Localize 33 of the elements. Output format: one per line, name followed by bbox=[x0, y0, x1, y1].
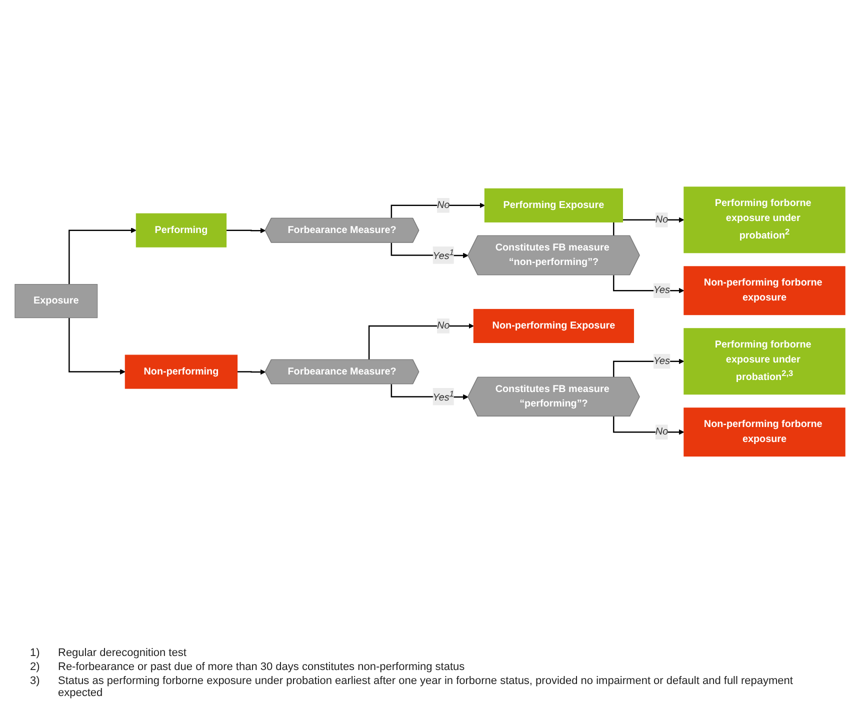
arrow bbox=[390, 202, 485, 218]
node-box bbox=[473, 308, 634, 343]
footnote-number: 3) bbox=[30, 675, 41, 689]
edge-label: Yes$^{1}$ bbox=[432, 389, 454, 403]
arrow bbox=[68, 318, 126, 374]
node-box bbox=[684, 328, 846, 394]
edge-label: Yes bbox=[653, 284, 670, 296]
edge-label: Yes$^{1}$ bbox=[432, 248, 454, 262]
arrow bbox=[390, 242, 468, 258]
edge-label: No bbox=[655, 214, 668, 225]
node-box bbox=[14, 284, 98, 318]
node-box bbox=[484, 188, 623, 222]
arrow bbox=[368, 323, 474, 360]
arrow bbox=[390, 384, 468, 400]
footnote-number: 2) bbox=[30, 661, 41, 673]
node-box bbox=[124, 354, 238, 389]
arrow bbox=[236, 369, 266, 375]
footnote-text: Status as performing forborne exposure under probation earliest after one year in forborne status, provided no impairment or default and full repayment expected bbox=[58, 675, 794, 699]
node-box bbox=[684, 408, 846, 456]
footnote-text: Regular derecognition test bbox=[58, 647, 188, 659]
edge-label: No bbox=[437, 200, 450, 210]
node-box bbox=[136, 213, 227, 248]
footnote-number: 1) bbox=[30, 647, 41, 659]
node-box bbox=[684, 186, 846, 254]
arrow bbox=[613, 416, 684, 435]
flowchart: No Yes$^{1}$ No Yes No Yes$^{1}$ Yes No Exposure Performing Forbearance Measure? Performing Exposure Constitutes FB measure “non-performing”? Performing forborne exposure under probation$^{2}$ Non-performing forborne exposure Non-performing Forbearance Measure? Non-performing Exposure Constitutes FB measure “performing”? Performing forborne exposure under probation$^{2,3}$ Non-performing forborne exposure bbox=[10, 182, 850, 462]
edge-label: Yes bbox=[653, 356, 670, 366]
arrow bbox=[226, 228, 266, 234]
footnote-text: Re-forbearance or past due of more than 30 days constitutes non-performing status bbox=[58, 661, 466, 673]
edge-label: No bbox=[655, 426, 668, 437]
node-box bbox=[684, 266, 846, 315]
edge-label: No bbox=[437, 320, 450, 331]
arrow bbox=[68, 227, 136, 284]
